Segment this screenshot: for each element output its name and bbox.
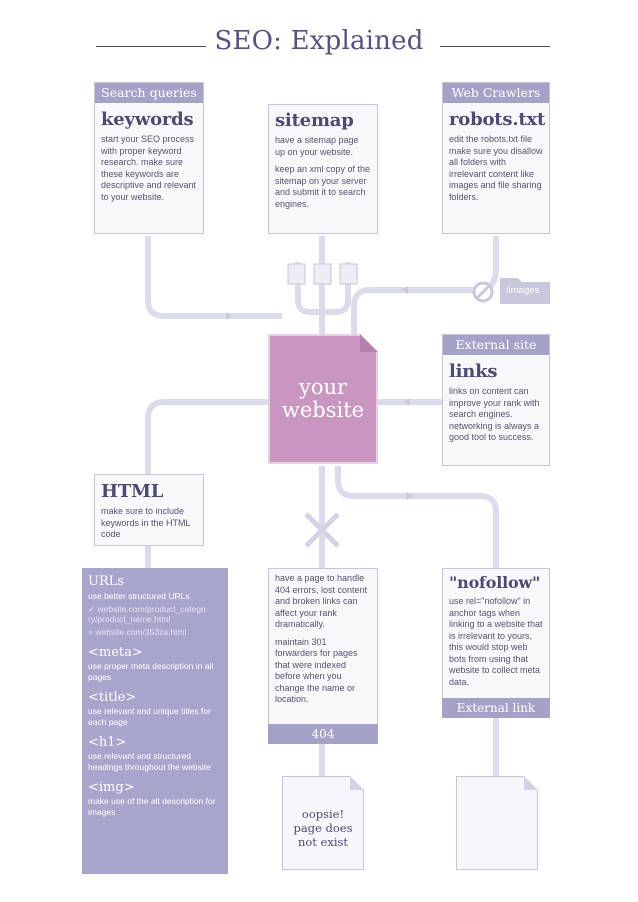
404-text-1: have a page to handle 404 errors, lost c… bbox=[275, 573, 368, 629]
urls-heading: URLs bbox=[88, 574, 125, 589]
links-text: links on content can improve your rank w… bbox=[449, 386, 540, 442]
robots-card-header: Web Crawlers bbox=[443, 83, 549, 103]
sitemap-text-2: keep an xml copy of the sitemap on your … bbox=[275, 164, 371, 209]
meta-tag-heading: <meta> bbox=[88, 645, 143, 660]
title-tag-text: use relevant and unique titles for each … bbox=[88, 706, 211, 727]
oopsie-line3: not exist bbox=[297, 835, 349, 849]
robots-connector bbox=[351, 236, 499, 334]
keywords-card-header: Search queries bbox=[95, 83, 203, 103]
blocked-folder-icon bbox=[472, 278, 550, 304]
website-label-line2: website bbox=[281, 398, 365, 422]
website-label-line1: your bbox=[298, 375, 348, 399]
good-url-example: ✓ website.com/product_catego ry/product_… bbox=[88, 603, 206, 625]
sitemap-page-icon bbox=[339, 263, 358, 285]
bad-url-example: × website.com/353za.html bbox=[88, 626, 187, 637]
urls-panel: URLs use better structured URLs ✓ websit… bbox=[82, 568, 228, 874]
title-tag-heading: <title> bbox=[88, 690, 137, 705]
h1-tag-heading: <h1> bbox=[88, 735, 127, 750]
404-card: have a page to handle 404 errors, lost c… bbox=[268, 568, 378, 744]
broken-link-x-icon bbox=[304, 512, 340, 548]
404-label: 404 bbox=[268, 724, 378, 744]
img-tag-heading: <img> bbox=[88, 780, 135, 795]
img-tag-text: make use of the alt description for imag… bbox=[88, 796, 216, 817]
keywords-card: Search queries keywords start your SEO p… bbox=[94, 82, 204, 234]
images-folder-label: /images bbox=[506, 285, 540, 296]
error-page-doc: oopsie! page does not exist bbox=[282, 776, 364, 870]
oopsie-line2: page does bbox=[293, 821, 353, 835]
nofollow-footer: External link bbox=[442, 698, 550, 718]
sitemap-heading: sitemap bbox=[275, 110, 354, 131]
oopsie-line1: oopsie! bbox=[301, 807, 345, 821]
website-page: your website bbox=[268, 334, 378, 464]
keywords-heading: keywords bbox=[101, 109, 194, 130]
robots-card: Web Crawlers robots.txt edit the robots.… bbox=[442, 82, 550, 234]
meta-tag-text: use proper meta description in all pages bbox=[88, 661, 214, 682]
links-card: External site links links on content can… bbox=[442, 334, 550, 466]
sitemap-page-icon bbox=[313, 263, 332, 285]
nofollow-heading: "nofollow" bbox=[449, 573, 541, 592]
html-connector bbox=[145, 399, 270, 474]
nofollow-connector bbox=[335, 466, 499, 568]
title-rule-left bbox=[96, 46, 206, 47]
links-heading: links bbox=[449, 361, 498, 382]
keywords-text: start your SEO process with proper keywo… bbox=[101, 134, 197, 202]
html-text: make sure to include keywords in the HTM… bbox=[101, 506, 191, 539]
title-rule-right bbox=[440, 46, 550, 47]
urls-sub: use better structured URLs bbox=[88, 591, 190, 601]
keywords-connector bbox=[145, 236, 282, 319]
sitemap-text-1: have a sitemap page up on your website. bbox=[275, 135, 359, 157]
html-heading: HTML bbox=[101, 481, 164, 502]
page-fold-icon bbox=[524, 776, 538, 790]
sitemap-card: sitemap have a sitemap page up on your w… bbox=[268, 104, 378, 234]
links-card-header: External site bbox=[443, 335, 549, 355]
page-title: SEO: Explained bbox=[214, 26, 424, 56]
html-card: HTML make sure to include keywords in th… bbox=[94, 474, 204, 546]
external-page-doc bbox=[456, 776, 538, 870]
nofollow-card: "nofollow" use rel="nofollow" in anchor … bbox=[442, 568, 550, 718]
page-fold-icon bbox=[360, 334, 378, 352]
sitemap-page-icon bbox=[287, 263, 306, 285]
page-fold-icon bbox=[350, 776, 364, 790]
h1-tag-text: use relevant and structured headings thr… bbox=[88, 751, 211, 772]
robots-text: edit the robots.txt file make sure you d… bbox=[449, 134, 543, 202]
robots-heading: robots.txt bbox=[449, 109, 546, 130]
nofollow-text: use rel="nofollow" in anchor tags when l… bbox=[449, 596, 543, 687]
404-text-2: maintain 301 forwarders for pages that w… bbox=[275, 636, 358, 705]
